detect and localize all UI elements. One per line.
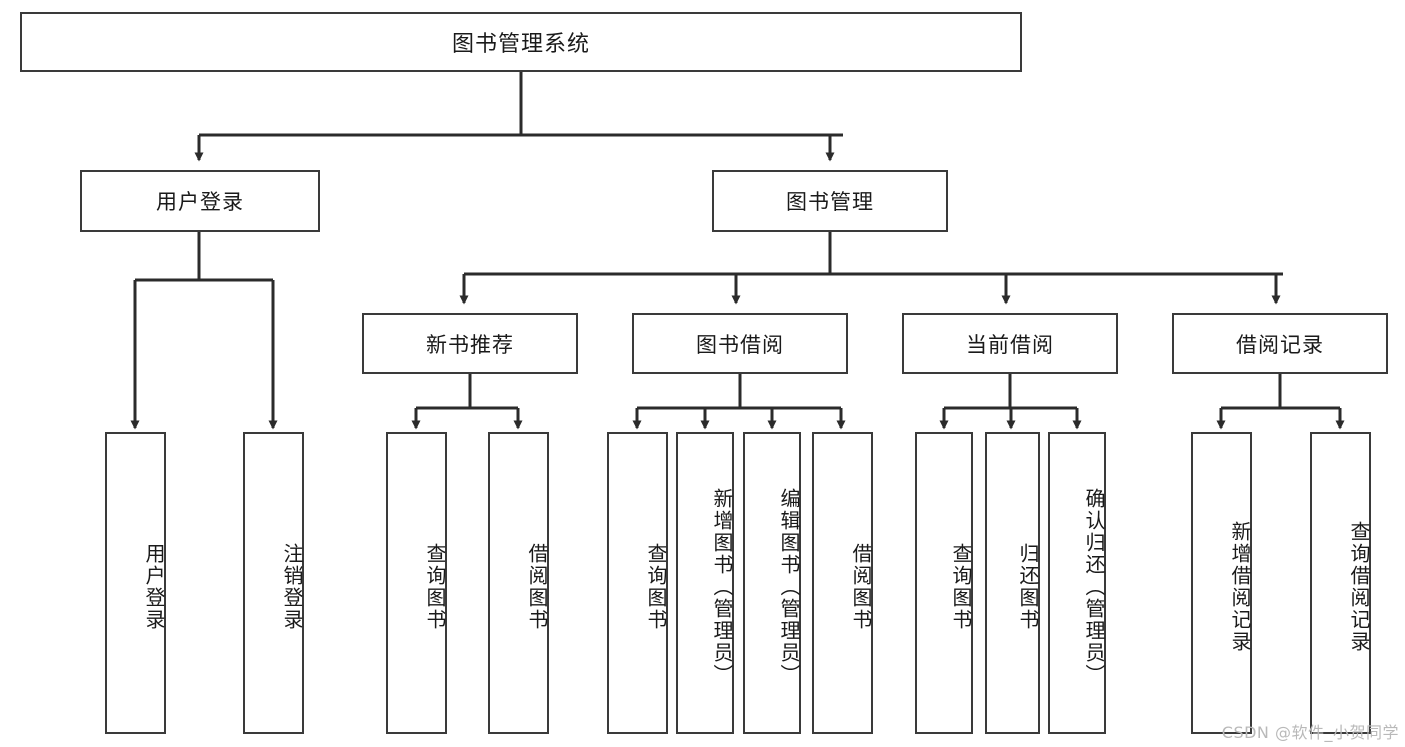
node-book-borrow[interactable]: 图书借阅 — [632, 313, 848, 374]
node-leaf-query-book-2[interactable]: 查询图书 — [607, 432, 668, 734]
node-leaf-query-record[interactable]: 查询借阅记录 — [1310, 432, 1371, 734]
leaf-label: 新增图书（管理员） — [710, 488, 734, 686]
leaf-label: 查询图书 — [949, 543, 973, 631]
node-leaf-confirm-return[interactable]: 确认归还（管理员） — [1048, 432, 1106, 734]
node-borrow-record[interactable]: 借阅记录 — [1172, 313, 1388, 374]
leaf-label: 确认归还（管理员） — [1082, 488, 1106, 686]
node-leaf-logout-login[interactable]: 注销登录 — [243, 432, 304, 734]
leaf-label: 注销登录 — [280, 543, 304, 631]
node-leaf-return-book[interactable]: 归还图书 — [985, 432, 1040, 734]
node-leaf-edit-book[interactable]: 编辑图书（管理员） — [743, 432, 801, 734]
node-user-login[interactable]: 用户登录 — [80, 170, 320, 232]
node-leaf-borrow-book-1[interactable]: 借阅图书 — [488, 432, 549, 734]
node-leaf-borrow-book-2[interactable]: 借阅图书 — [812, 432, 873, 734]
node-new-book-recommend[interactable]: 新书推荐 — [362, 313, 578, 374]
leaf-label: 归还图书 — [1016, 543, 1040, 631]
node-book-management[interactable]: 图书管理 — [712, 170, 948, 232]
leaf-label: 新增借阅记录 — [1228, 521, 1252, 653]
leaf-label: 查询图书 — [644, 543, 668, 631]
node-leaf-add-book[interactable]: 新增图书（管理员） — [676, 432, 734, 734]
node-leaf-query-book-1[interactable]: 查询图书 — [386, 432, 447, 734]
node-leaf-query-book-3[interactable]: 查询图书 — [915, 432, 973, 734]
leaf-label: 编辑图书（管理员） — [777, 488, 801, 686]
leaf-label: 查询借阅记录 — [1347, 521, 1371, 653]
leaf-label: 查询图书 — [423, 543, 447, 631]
node-root-system[interactable]: 图书管理系统 — [20, 12, 1022, 72]
leaf-label: 借阅图书 — [525, 543, 549, 631]
node-leaf-user-login[interactable]: 用户登录 — [105, 432, 166, 734]
leaf-label: 借阅图书 — [849, 543, 873, 631]
node-leaf-add-record[interactable]: 新增借阅记录 — [1191, 432, 1252, 734]
leaf-label: 用户登录 — [142, 543, 166, 631]
csdn-watermark: CSDN @软件_小贺同学 — [1221, 723, 1399, 742]
node-current-borrow[interactable]: 当前借阅 — [902, 313, 1118, 374]
